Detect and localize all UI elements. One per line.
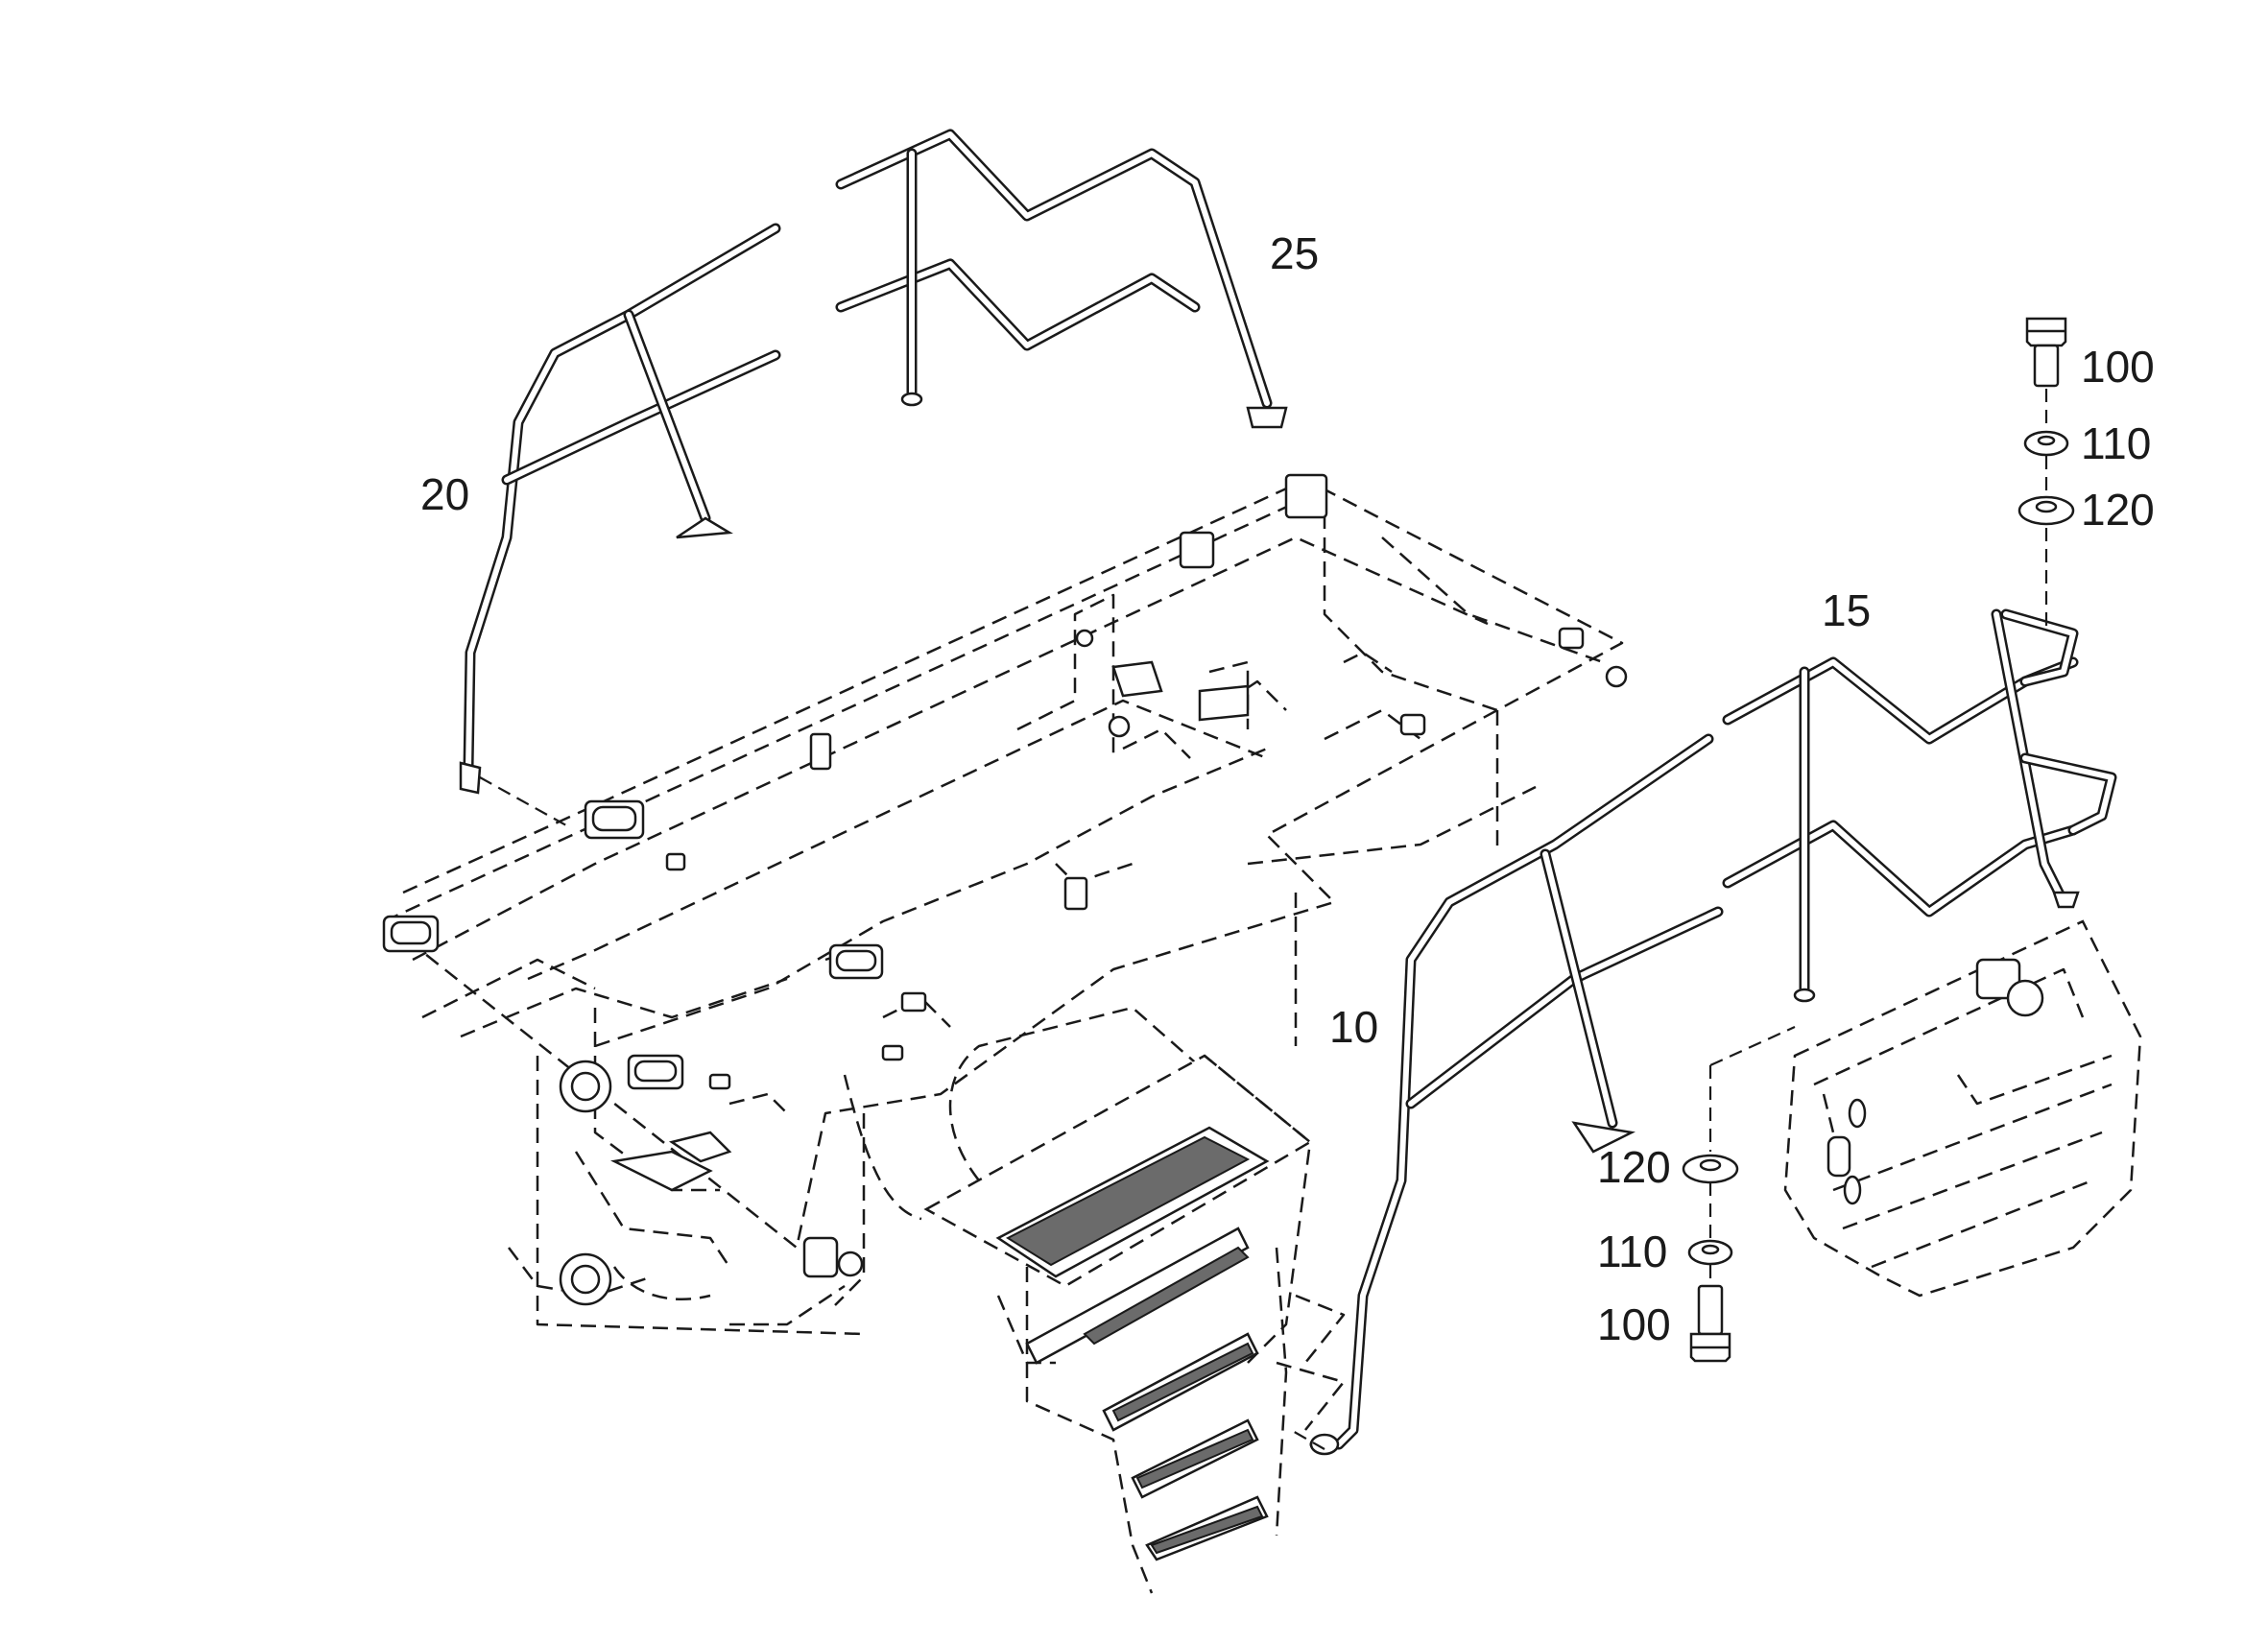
guard-rail-15 xyxy=(1722,608,2117,1003)
step-ladder xyxy=(923,1054,1346,1594)
callout-washer-bottom-small: 110 xyxy=(1597,1227,1667,1276)
guard-rail-25 xyxy=(835,129,1288,429)
chassis-brackets xyxy=(382,473,1628,1306)
callout-bolt-bottom: 100 xyxy=(1597,1299,1671,1349)
guard-rail-20 xyxy=(459,223,781,795)
callout-washer-bottom-large: 120 xyxy=(1597,1142,1671,1192)
callout-25: 25 xyxy=(1270,228,1319,278)
guard-rail-10 xyxy=(1309,733,1724,1456)
callout-washer-top-small: 110 xyxy=(2081,418,2151,468)
rear-fender xyxy=(1783,919,2142,1298)
chassis-frame xyxy=(382,478,1624,1336)
hardware-stack-bottom xyxy=(1682,1025,1796,1363)
leader-lines xyxy=(479,776,1325,1450)
hardware-stack-top xyxy=(2017,317,2075,633)
callout-washer-top-large: 120 xyxy=(2081,485,2155,535)
callout-labels: 25 20 15 10 100 110 120 120 110 100 xyxy=(420,228,2155,1349)
callout-10: 10 xyxy=(1329,1002,1378,1052)
callout-20: 20 xyxy=(420,469,469,519)
callout-bolt-top: 100 xyxy=(2081,342,2155,392)
callout-15: 15 xyxy=(1822,585,1871,635)
